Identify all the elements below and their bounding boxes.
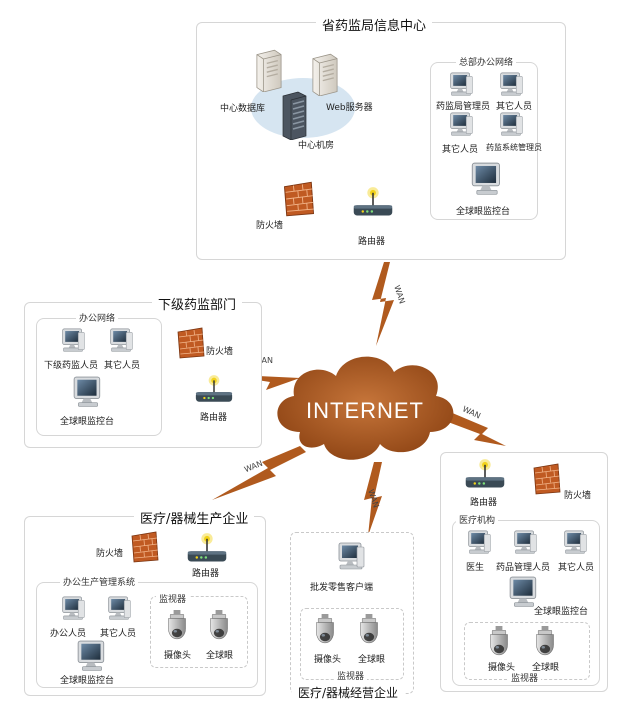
sub-dept-title: 下级药监部门 [152,294,243,313]
web-server-label: Web服务器 [326,103,373,113]
hq-title: 省药监局信息中心 [316,15,433,34]
wan-bolt-hq [372,262,394,346]
hospital-router-icon [462,458,508,492]
computer-icon [60,596,86,622]
mfg-firewall-icon [130,530,160,564]
wan-bolt-mfg [212,446,306,500]
hq-sysadmin-label: 药监系统管理员 [486,143,542,152]
sub-firewall-label: 防火墙 [206,347,234,357]
retail-eye-label: 全球眼 [358,655,386,665]
sub-office-network-title: 办公网络 [76,311,119,324]
camera-icon [206,610,232,644]
sub-other-label: 其它人员 [104,361,141,371]
sub-console-label: 全球眼监控台 [60,417,115,427]
mfg-router-label: 路由器 [192,569,220,579]
computer-icon [108,328,134,354]
sub-router-icon [192,374,236,406]
hq-console-label: 全球眼监控台 [456,207,511,217]
computer-icon [562,530,588,556]
hq-router-icon [350,186,396,220]
computer-icon [498,72,524,98]
database-server-icon [252,48,286,92]
mfg-monitor-title: 监视器 [156,592,190,605]
sub-staff-label: 下级药监人员 [44,361,99,371]
mfg-system-title: 办公生产管理系统 [60,575,139,588]
mfg-monitor-panel [150,596,248,668]
hq-other-label-2: 其它人员 [442,145,479,155]
hospital-pharm-label: 药品管理人员 [496,563,551,573]
center-db-label: 中心数据库 [220,104,266,114]
mfg-other-label: 其它人员 [100,629,137,639]
computer-icon [336,542,366,572]
computer-icon [448,72,474,98]
wan-label-sub: WAN [254,356,273,365]
hospital-doctor-label: 医生 [466,563,485,573]
hospital-camera-label: 摄像头 [488,663,516,673]
hq-firewall-label: 防火墙 [256,221,284,231]
hospital-org-title: 医疗机构 [456,513,499,526]
wan-bolt-hospital [448,412,506,446]
hospital-monitor-panel [464,622,590,680]
mfg-console-label: 全球眼监控台 [60,676,115,686]
web-server-icon [308,52,342,96]
mfg-title: 医疗/器械生产企业 [134,508,255,527]
computer-icon [106,596,132,622]
wan-bolt-retail [364,462,382,536]
mfg-router-icon [184,532,230,566]
monitor-console-icon [470,162,504,196]
computer-icon [498,112,524,138]
hospital-eye-label: 全球眼 [532,663,560,673]
hospital-router-label: 路由器 [470,498,498,508]
mfg-camera-label: 摄像头 [164,651,192,661]
hospital-firewall-icon [532,462,562,496]
camera-icon [532,626,558,660]
computer-icon [466,530,492,556]
computer-icon [512,530,538,556]
hq-admin-label: 药监局管理员 [436,102,491,112]
center-room-label: 中心机房 [298,141,335,151]
mfg-firewall-label: 防火墙 [96,549,124,559]
hospital-monitor-label: 监视器 [508,671,542,684]
monitor-console-icon [76,640,108,672]
hospital-console-label: 全球眼监控台 [534,607,589,617]
retail-camera-label: 摄像头 [314,655,342,665]
internet-cloud [277,356,454,460]
sub-firewall-icon [176,326,206,360]
hq-firewall-icon [282,180,316,218]
camera-icon [486,626,512,660]
computer-icon [60,328,86,354]
hq-office-network-title: 总部办公网络 [456,55,517,68]
hospital-other-label: 其它人员 [558,563,595,573]
retail-title: 医疗/器械经营企业 [292,684,405,701]
hospital-firewall-label: 防火墙 [564,491,592,501]
camera-icon [164,610,190,644]
hq-router-label: 路由器 [358,237,386,247]
monitor-console-icon [72,376,104,408]
retail-monitor-panel [300,608,404,680]
camera-icon [356,614,382,648]
mfg-eye-label: 全球眼 [206,651,234,661]
retail-client-label: 批发零售客户端 [310,583,374,593]
mfg-office-label: 办公人员 [50,629,87,639]
computer-icon [448,112,474,138]
retail-monitor-label: 监视器 [334,669,368,682]
sub-router-label: 路由器 [200,413,228,423]
server-rack-icon [280,90,310,140]
camera-icon [312,614,338,648]
internet-label: INTERNET [306,398,424,423]
hq-other-label-1: 其它人员 [496,102,533,112]
